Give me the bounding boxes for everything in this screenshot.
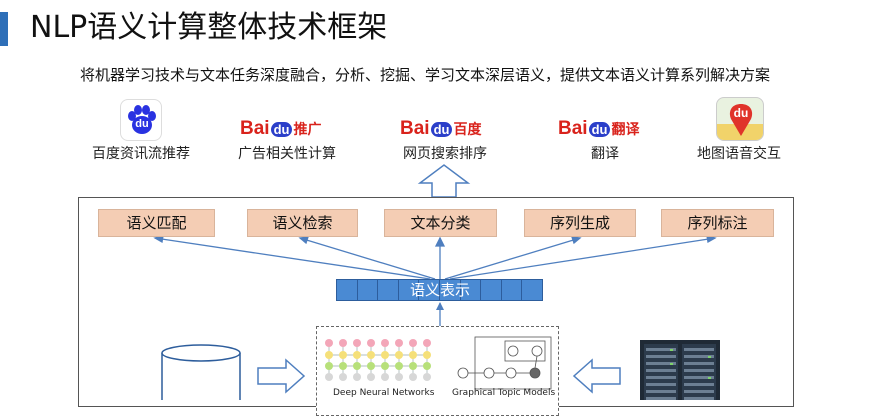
- baidu-paw-icon: du: [588, 122, 611, 137]
- app-label: 地图语音交互: [697, 146, 781, 162]
- baidu-logo-suffix: 翻译: [611, 121, 640, 137]
- baidu-logo-suffix: 百度: [453, 121, 482, 137]
- map-pin-app-icon: du: [716, 97, 764, 141]
- server-rack-icon: [640, 340, 720, 400]
- baidu-paw-icon: du: [270, 122, 293, 137]
- diagram-canvas: [153, 164, 720, 400]
- task-box-text-classification: 文本分类: [384, 209, 497, 237]
- baidu-paw-icon: du: [430, 122, 453, 137]
- representation-cell: [357, 280, 379, 300]
- task-box-sequence-labeling: 序列标注: [661, 209, 774, 237]
- hollow-right-arrow: [257, 358, 306, 394]
- app-label: 翻译: [591, 146, 619, 162]
- task-box-semantic-retrieval: 语义检索: [247, 209, 358, 237]
- app-label: 百度资讯流推荐: [92, 146, 190, 162]
- representation-cell: [419, 280, 440, 300]
- page-subtitle: 将机器学习技术与文本任务深度融合，分析、挖掘、学习文本深层语义，提供文本语义计算…: [80, 66, 771, 84]
- app-label: 广告相关性计算: [238, 146, 336, 162]
- deep-neural-network-graphic: [325, 339, 431, 381]
- representation-cell: [378, 280, 399, 300]
- title-accent-bar: [0, 12, 8, 46]
- semantic-representation-label: 语义表示: [409, 281, 470, 299]
- representation-cell: [481, 280, 502, 300]
- hollow-up-arrow: [417, 164, 471, 198]
- page-title: NLP语义计算整体技术框架: [30, 10, 388, 45]
- models-box: [316, 326, 559, 416]
- representation-cell: [522, 280, 542, 300]
- baidu-paw-app-icon: du: [120, 99, 162, 141]
- baidu-logo-text: Bai: [400, 118, 430, 139]
- representation-cell: [337, 280, 358, 300]
- models-to-representation-arrow: [436, 302, 444, 326]
- baidu-logo-text: Bai: [558, 118, 588, 139]
- representation-cell: [460, 280, 482, 300]
- hollow-left-arrow: [572, 358, 621, 394]
- representation-to-task-arrows: [153, 235, 717, 280]
- baidu-logo-text: Bai: [240, 118, 270, 139]
- dnn-caption: Deep Neural Networks: [333, 388, 435, 398]
- task-box-sequence-generation: 序列生成: [524, 209, 636, 237]
- representation-cell: [398, 280, 420, 300]
- representation-cell: [439, 280, 461, 300]
- graphical-topic-model-graphic: [457, 336, 552, 390]
- database-icon: [161, 344, 241, 400]
- topic-model-caption: Graphical Topic Models: [452, 388, 556, 398]
- app-icon-text: du: [733, 106, 749, 120]
- app-label: 网页搜索排序: [403, 146, 487, 162]
- representation-cell: [501, 280, 523, 300]
- task-box-semantic-matching: 语义匹配: [98, 209, 215, 237]
- app-icon-text: du: [135, 118, 149, 130]
- semantic-representation-bar: [336, 279, 543, 301]
- baidu-logo-suffix: 推广: [293, 121, 322, 137]
